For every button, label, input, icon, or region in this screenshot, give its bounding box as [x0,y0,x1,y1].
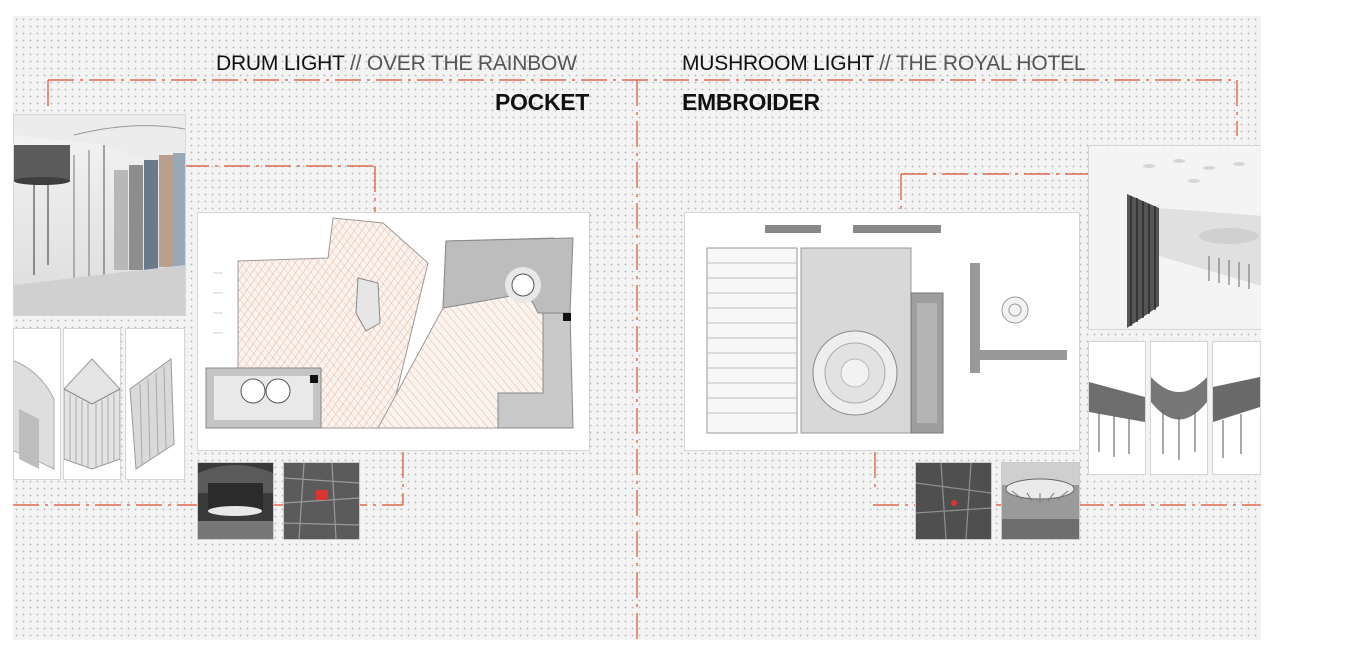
mushroom-light-elevation-3 [1212,341,1261,475]
right-title-project: THE ROYAL HOTEL [895,52,1086,75]
drum-light-photo [197,462,274,540]
right-title-main: MUSHROOM LIGHT [682,52,874,75]
left-title-main: DRUM LIGHT [216,52,345,75]
mushroom-light-elevation-1 [1088,341,1146,475]
left-subtitle: POCKET [495,89,590,115]
mushroom-light-site-map [915,462,992,540]
presentation-board: DRUM LIGHT // OVER THE RAINBOW POCKET MU… [13,16,1261,640]
drum-light-elevation-2 [63,328,121,480]
left-title: DRUM LIGHT // OVER THE RAINBOW [216,52,577,76]
mushroom-light-floor-plan [684,212,1080,451]
drum-light-floor-plan [197,212,590,451]
mushroom-light-perspective-render [1088,145,1261,330]
right-title: MUSHROOM LIGHT // THE ROYAL HOTEL [682,52,1086,76]
left-title-project: OVER THE RAINBOW [366,52,577,75]
mushroom-light-photo [1001,462,1080,540]
drum-light-perspective-render [13,114,186,316]
drum-light-elevation-1 [13,328,61,480]
drum-light-site-map [283,462,360,540]
right-title-separator: // [879,52,891,75]
mushroom-light-elevation-2 [1150,341,1208,475]
right-subtitle: EMBROIDER [682,89,820,115]
left-title-separator: // [349,52,362,75]
drum-light-elevation-3 [125,328,185,480]
